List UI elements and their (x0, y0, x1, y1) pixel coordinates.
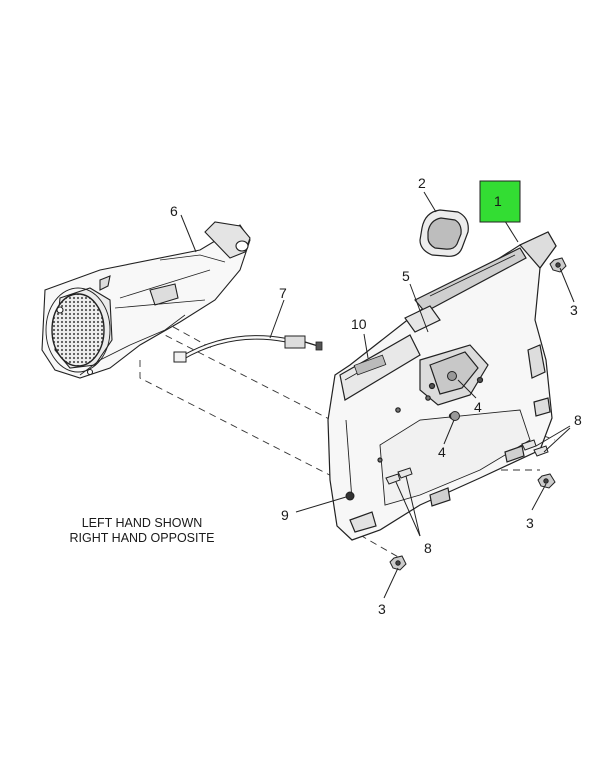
note-line-1: LEFT HAND SHOWN (82, 516, 203, 530)
callout-3-bottom-right: 3 (526, 515, 534, 531)
callout-3-bottom: 3 (378, 601, 386, 617)
retainer-clip-icon (533, 445, 549, 457)
callout-1: 1 (494, 193, 502, 209)
leader-lines (180, 191, 575, 599)
note-line-2: RIGHT HAND OPPOSITE (70, 531, 215, 545)
wire-harness (173, 335, 323, 363)
fasteners (345, 257, 567, 571)
callout-5: 5 (402, 268, 410, 284)
screw-icon (345, 491, 355, 501)
hex-nut-icon (549, 257, 567, 273)
callout-8-bottom: 8 (424, 540, 432, 556)
callout-9: 9 (281, 507, 289, 523)
callout-3-top-right: 3 (570, 302, 578, 318)
callout-4-lower: 4 (438, 444, 446, 460)
hex-nut-icon (389, 555, 407, 571)
push-pin-icon (447, 371, 457, 381)
speaker-housing (41, 221, 251, 379)
callout-2: 2 (418, 175, 426, 191)
escutcheon-bezel (419, 209, 469, 257)
door-trim-panel (327, 231, 557, 541)
callouts: 1 2 3 3 3 4 4 5 6 7 8 8 9 10 (170, 175, 582, 617)
retainer-clip-icon (397, 467, 413, 479)
callout-7: 7 (279, 285, 287, 301)
callout-8-right: 8 (574, 412, 582, 428)
retainer-clip-icon (385, 473, 401, 485)
push-pin-icon (450, 411, 460, 421)
callout-10: 10 (351, 316, 367, 332)
orientation-note: LEFT HAND SHOWN RIGHT HAND OPPOSITE (70, 516, 215, 545)
speaker-grille-mesh (51, 293, 105, 367)
callout-4-upper: 4 (474, 399, 482, 415)
hex-nut-icon (537, 473, 556, 489)
callout-6: 6 (170, 203, 178, 219)
callout-1-highlight-box (479, 180, 521, 223)
